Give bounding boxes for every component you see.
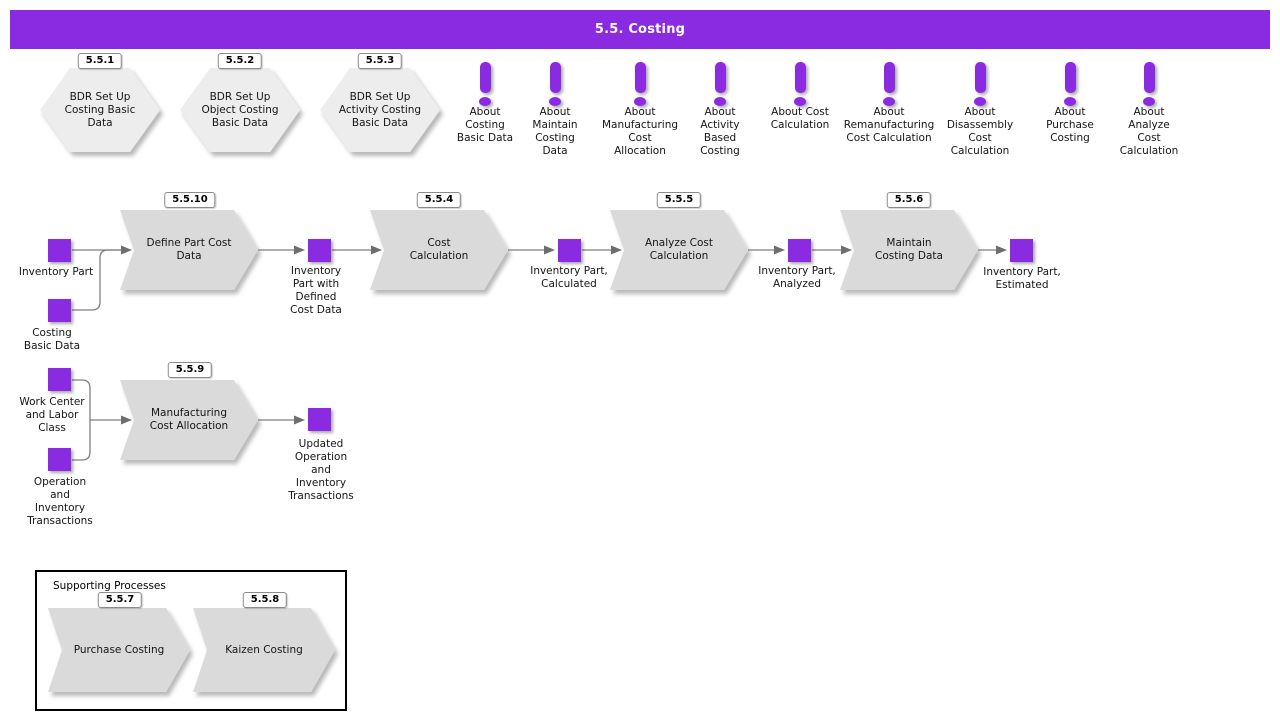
object-label: Inventory Part, Analyzed [758, 265, 836, 290]
process-kaizen-costing[interactable] [193, 608, 335, 692]
arrowhead [294, 415, 305, 425]
about-link-label[interactable]: About Disassembly Cost Calculation [946, 106, 1014, 157]
process-analyze-cost-calculation[interactable] [610, 210, 748, 290]
page-title-banner: 5.5. Costing [10, 10, 1270, 49]
page-title: 5.5. Costing [594, 22, 686, 37]
object-updated-operation-and-inventory-transactions[interactable] [308, 408, 331, 431]
about-link-label[interactable]: About Remanufacturing Cost Calculation [843, 106, 935, 144]
object-label: Costing Basic Data [23, 327, 81, 352]
hexagon-bdr-set-up-costing-basic-data[interactable] [40, 68, 160, 152]
arrowhead [121, 415, 132, 425]
about-info-icon[interactable] [1142, 62, 1156, 106]
object-inventory-part-estimated[interactable] [1010, 239, 1033, 262]
about-link-label[interactable]: About Maintain Costing Data [532, 106, 578, 157]
hexagon-bdr-set-up-activity-costing-basic-data[interactable] [320, 68, 440, 152]
process-label: Cost Calculation [409, 237, 469, 262]
object-operation-and-inventory-transactions[interactable] [48, 448, 71, 471]
hexagon-bdr-set-up-object-costing-basic-data[interactable] [180, 68, 300, 152]
arrowhead [544, 245, 555, 255]
hexagon-label: BDR Set Up Costing Basic Data [64, 90, 136, 129]
about-link-label[interactable]: About Activity Based Costing [700, 106, 740, 157]
process-ref-badge: 5.5.7 [97, 592, 143, 608]
object-work-center-and-labor-class[interactable] [48, 368, 71, 391]
process-ref-badge: 5.5.4 [416, 192, 462, 208]
about-info-icon[interactable] [882, 62, 896, 106]
supporting-processes-title: Supporting Processes [53, 580, 166, 592]
process-ref-badge: 5.5.8 [242, 592, 288, 608]
object-label: Inventory Part [18, 266, 94, 278]
object-label: Operation and Inventory Transactions [27, 476, 93, 527]
object-inventory-part[interactable] [48, 239, 71, 262]
about-link-label[interactable]: About Cost Calculation [770, 106, 830, 131]
about-link-label[interactable]: About Purchase Costing [1046, 106, 1094, 144]
arrowhead [774, 245, 785, 255]
arrowhead [841, 245, 852, 255]
about-info-icon[interactable] [793, 62, 807, 106]
process-define-part-cost-data[interactable] [120, 210, 258, 290]
object-label: Work Center and Labor Class [19, 396, 85, 434]
process-ref-badge: 5.5.2 [217, 53, 263, 69]
about-info-icon[interactable] [548, 62, 562, 106]
process-manufacturing-cost-allocation[interactable] [120, 380, 258, 460]
about-info-icon[interactable] [633, 62, 647, 106]
object-inventory-part-analyzed[interactable] [788, 239, 811, 262]
arrowhead [371, 245, 382, 255]
arrowhead [121, 245, 132, 255]
object-label: Inventory Part, Estimated [983, 266, 1061, 291]
process-label: Purchase Costing [73, 643, 165, 656]
supporting-processes-box [35, 570, 347, 711]
process-ref-badge: 5.5.6 [886, 192, 932, 208]
arrowhead [294, 245, 305, 255]
process-cost-calculation[interactable] [370, 210, 508, 290]
process-label: Maintain Costing Data [875, 237, 943, 262]
about-info-icon[interactable] [973, 62, 987, 106]
process-ref-badge: 5.5.1 [77, 53, 123, 69]
object-label: Inventory Part, Calculated [530, 265, 608, 290]
object-label: Inventory Part with Defined Cost Data [290, 265, 342, 316]
about-info-icon[interactable] [1063, 62, 1077, 106]
process-ref-badge: 5.5.9 [167, 362, 213, 378]
process-label: Kaizen Costing [225, 643, 303, 656]
process-label: Manufacturing Cost Allocation [149, 407, 229, 432]
about-link-label[interactable]: About Analyze Cost Calculation [1119, 106, 1179, 157]
arrowhead [996, 245, 1007, 255]
process-maintain-costing-data[interactable] [840, 210, 978, 290]
process-ref-badge: 5.5.5 [656, 192, 702, 208]
about-link-label[interactable]: About Costing Basic Data [456, 106, 514, 144]
process-label: Analyze Cost Calculation [644, 237, 714, 262]
object-label: Updated Operation and Inventory Transact… [288, 438, 354, 502]
about-info-icon[interactable] [713, 62, 727, 106]
about-link-label[interactable]: About Manufacturing Cost Allocation [601, 106, 679, 157]
object-inventory-part-with-defined-cost-data[interactable] [308, 239, 331, 262]
object-costing-basic-data[interactable] [48, 299, 71, 322]
process-ref-badge: 5.5.10 [164, 192, 216, 208]
about-info-icon[interactable] [478, 62, 492, 106]
object-inventory-part-calculated[interactable] [558, 239, 581, 262]
process-purchase-costing[interactable] [48, 608, 190, 692]
arrowhead [611, 245, 622, 255]
hexagon-label: BDR Set Up Object Costing Basic Data [201, 90, 279, 129]
process-ref-badge: 5.5.3 [357, 53, 403, 69]
connector-line [72, 249, 121, 311]
process-label: Define Part Cost Data [146, 237, 232, 262]
hexagon-label: BDR Set Up Activity Costing Basic Data [338, 90, 422, 129]
